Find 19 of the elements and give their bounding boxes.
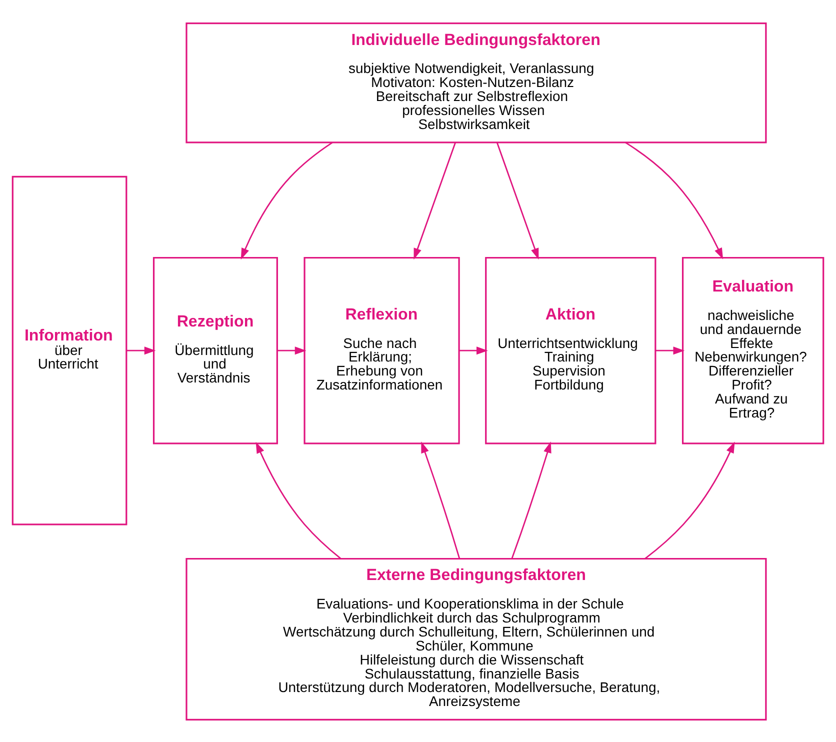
node-box: Individuelle Bedingungsfaktoren subjektive Notwendigkeit, Veranlassung Motivaton: Kosten-Nutzen-Bilanz Bereitschaft zur Selbstreflexion professionelles Wissen Selbstwirksamkeit	[186, 22, 767, 143]
node-box: Reflexion Suche nach Erklärung; Erhebung von Zusatzinformationen	[304, 256, 460, 444]
node-box: Rezeption Übermittlung und Verständnis	[152, 256, 278, 444]
arrow	[240, 142, 333, 260]
arrow	[126, 346, 156, 354]
arrow	[644, 441, 735, 559]
arrow	[459, 346, 488, 354]
arrow	[421, 440, 460, 558]
arrow	[414, 142, 456, 260]
arrow	[625, 142, 724, 259]
node-box: Evaluation nachweisliche und andauernde Effekte Nebenwirkungen? Differenzieller Profit? Aufwand zu Ertrag?	[682, 256, 824, 444]
node-box: Externe Bedingungsfaktoren Evaluations- und Kooperationsklima in der Schule Verbindlichkeit durch das Schulprogramm Wertschätzung durch Schulleitung, Eltern, Schülerinnen und Schüler, Kommune Hilfeleistung durch die Wissenschaft Schulausstattung, finanzielle Basis Unterstützung durch Moderatoren, Modellversuche, Beratung, Anreizsysteme	[186, 557, 767, 720]
arrow	[256, 441, 341, 558]
node-box: Aktion Unterrichtsentwicklung Training Supervision Fortbildung	[485, 256, 656, 444]
arrow	[511, 440, 552, 558]
arrow	[655, 346, 685, 354]
arrow	[277, 346, 306, 354]
arrow	[496, 142, 539, 260]
node-box: Information über Unterricht	[12, 175, 128, 525]
